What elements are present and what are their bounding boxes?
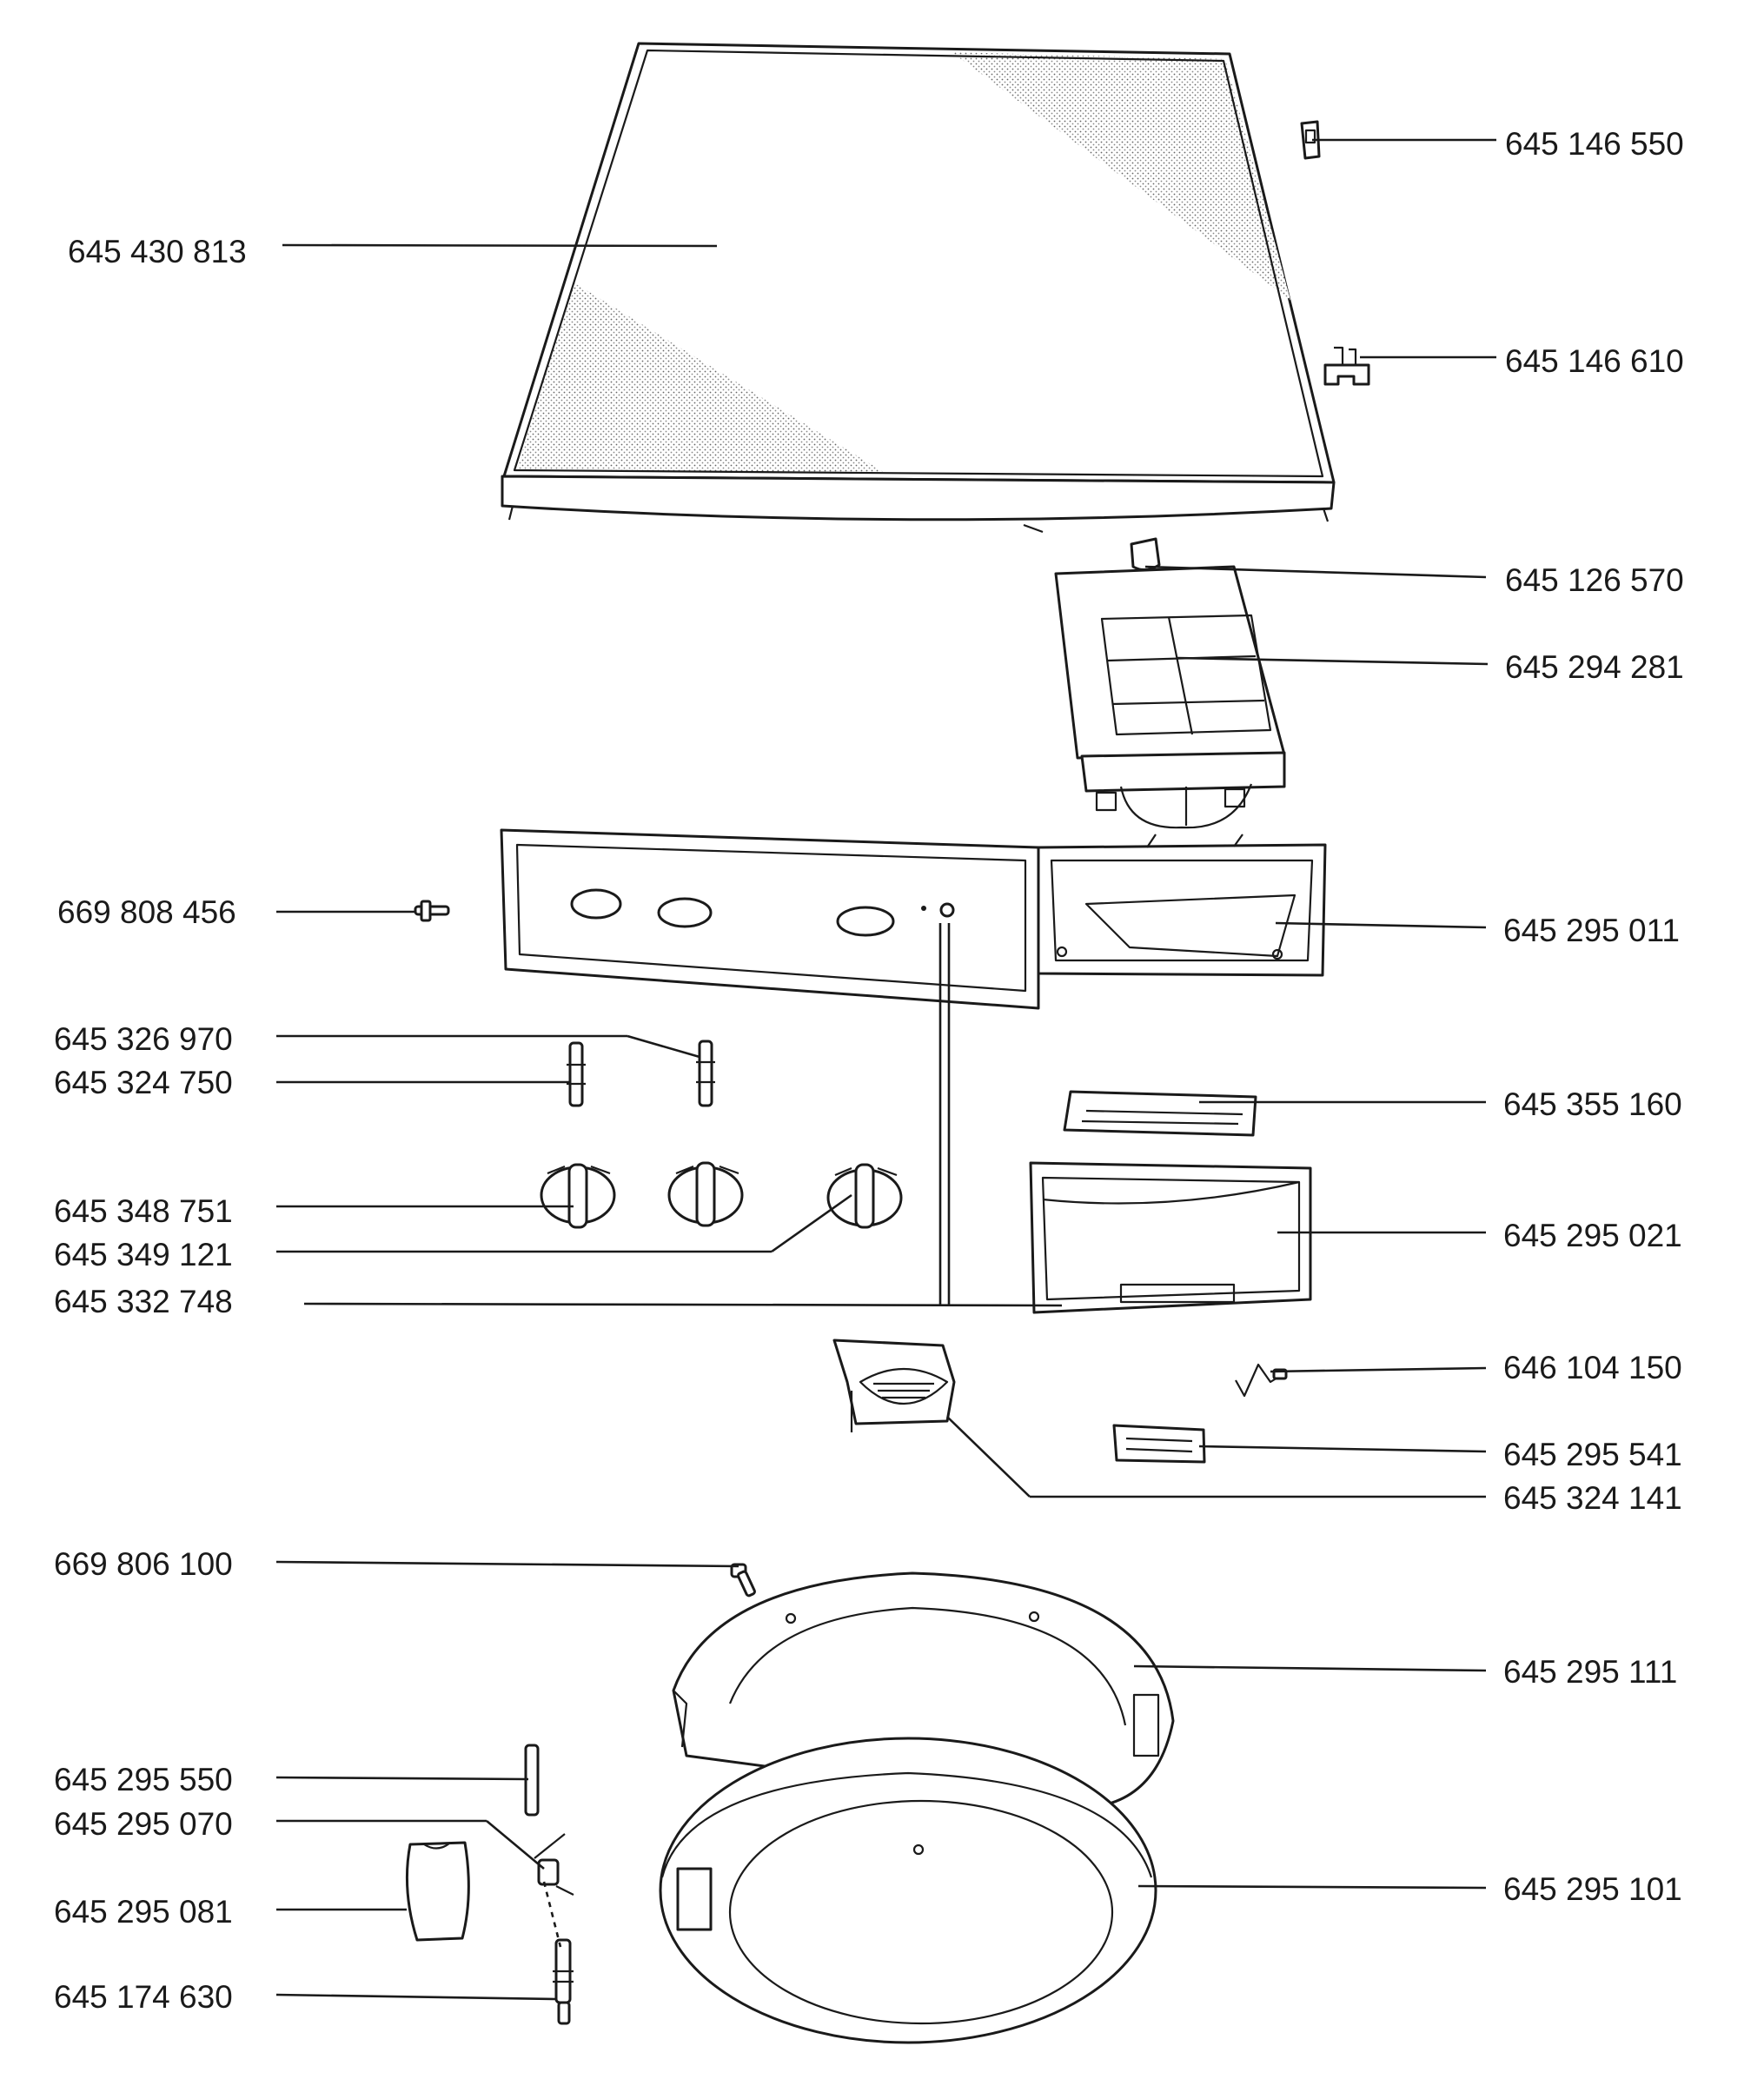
part-number-label: 645 332 748 — [54, 1284, 233, 1319]
part-number-label: 645 295 070 — [54, 1806, 233, 1842]
part-number-label: 645 295 541 — [1503, 1437, 1682, 1472]
filter-cover-drawing — [1112, 1424, 1206, 1464]
part-number-label: 669 808 456 — [57, 894, 236, 930]
part-number-label: 645 126 570 — [1505, 562, 1684, 598]
part-number-label: 645 174 630 — [54, 1979, 233, 2015]
part-number-label: 645 295 101 — [1503, 1871, 1682, 1907]
part-number-label: 645 349 121 — [54, 1237, 233, 1272]
knob-shaft-drawing-2 — [696, 1040, 715, 1107]
hinge-bush-drawing — [534, 1833, 574, 1896]
knob-drawing-1 — [540, 1163, 616, 1229]
spring-drawing — [1235, 1363, 1288, 1398]
part-number-label: 645 324 141 — [1503, 1480, 1682, 1516]
screw-drawing-1 — [414, 900, 450, 922]
part-number-label: 645 295 021 — [1503, 1218, 1682, 1253]
part-number-label: 646 104 150 — [1503, 1350, 1682, 1385]
switch-housing-drawing — [832, 1339, 956, 1432]
part-number-label: 645 348 751 — [54, 1193, 233, 1229]
part-number-label: 669 806 100 — [54, 1546, 233, 1582]
part-number-label: 645 430 813 — [68, 234, 247, 269]
part-number-label: 645 326 970 — [54, 1021, 233, 1057]
door-handle-drawing — [405, 1841, 470, 1942]
part-number-label: 645 294 281 — [1505, 649, 1684, 685]
part-number-label: 645 355 160 — [1503, 1086, 1682, 1122]
part-number-label: 645 146 610 — [1505, 343, 1684, 379]
part-number-label: 645 295 081 — [54, 1894, 233, 1930]
lid-bracket-drawing — [1323, 346, 1370, 386]
part-number-label: 645 295 011 — [1503, 913, 1680, 948]
inner-door-ring-drawing — [659, 1737, 1157, 2044]
hinge-bolt-drawing — [553, 1938, 574, 2025]
part-labels: 645 430 813 645 146 550 645 146 610 645 … — [54, 126, 1684, 2015]
worktop-lid-drawing — [501, 42, 1336, 534]
part-number-label: 645 324 750 — [54, 1065, 233, 1100]
outer-door-ring-drawing — [672, 1571, 1175, 1810]
knob-shaft-drawing-1 — [567, 1041, 586, 1107]
part-number-label: 645 146 550 — [1505, 126, 1684, 162]
control-panel-drawing — [500, 828, 1327, 1010]
part-number-label: 645 295 550 — [54, 1762, 233, 1797]
knob-drawing-2 — [667, 1161, 744, 1227]
fascia-panel-drawing — [1029, 1161, 1312, 1314]
screw-drawing-2 — [730, 1563, 756, 1598]
leader-lines — [275, 138, 1496, 2001]
detergent-drawer-drawing — [1054, 565, 1286, 829]
lid-clip-drawing — [1300, 120, 1321, 160]
knob-drawing-3 — [826, 1163, 903, 1229]
part-number-label: 645 295 111 — [1503, 1654, 1677, 1690]
program-label-plate-drawing — [1063, 1090, 1257, 1137]
